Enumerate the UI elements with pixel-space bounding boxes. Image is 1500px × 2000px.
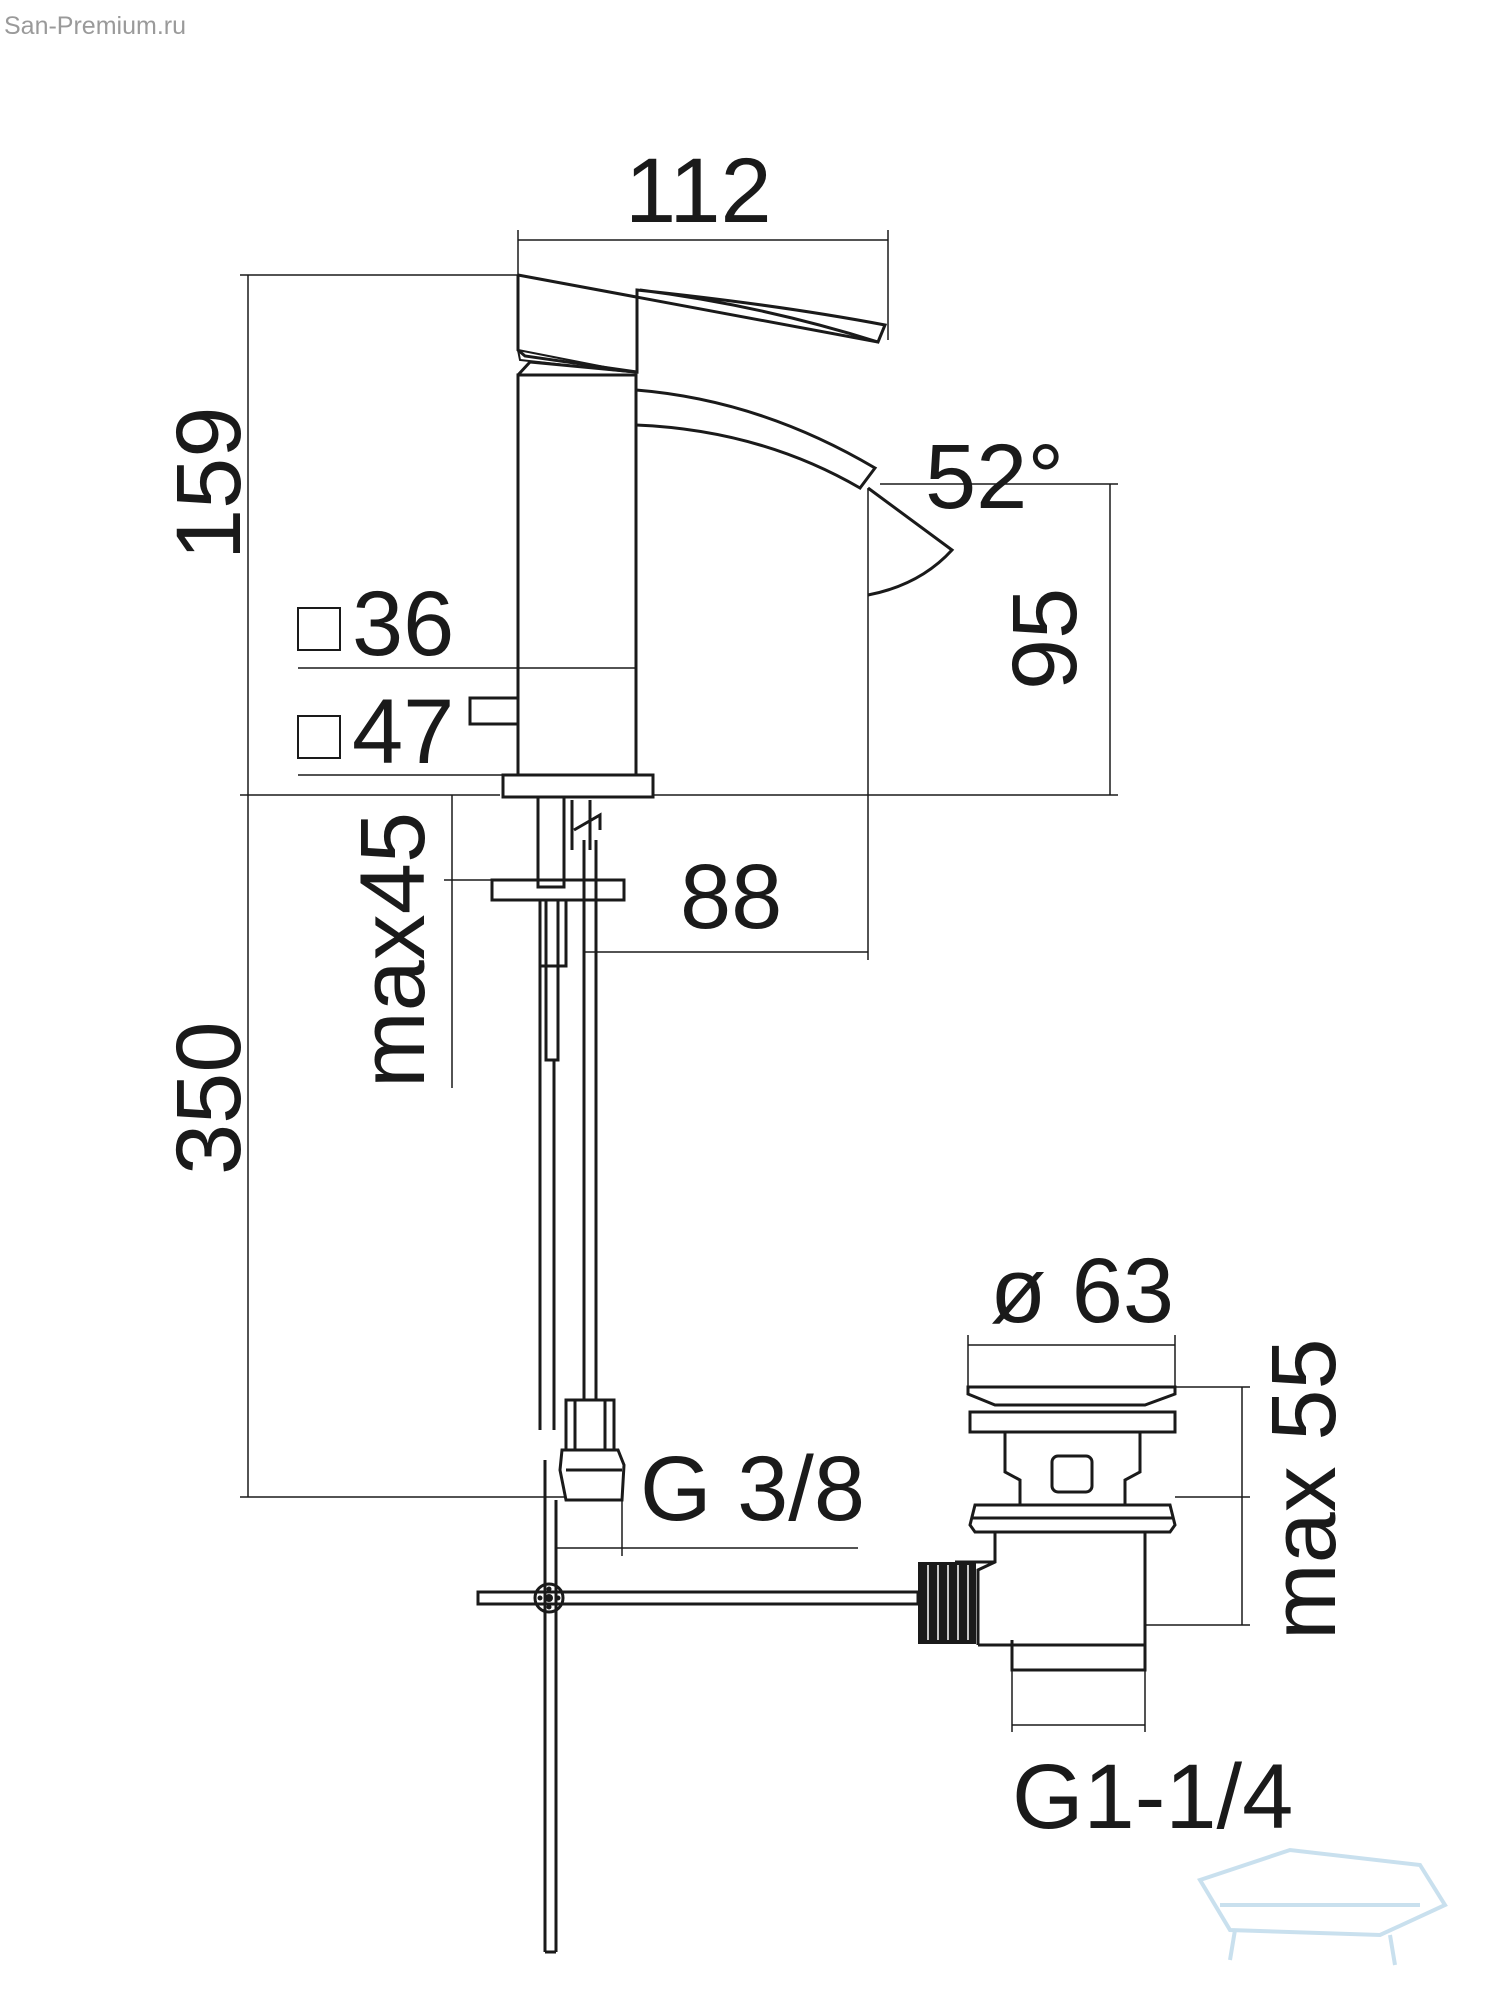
dim-dia-63: ø 63 bbox=[990, 1240, 1174, 1342]
dim-max45: max45 bbox=[342, 812, 444, 1088]
dim-350: 350 bbox=[158, 1022, 260, 1176]
dim-52-deg: 52° bbox=[925, 426, 1064, 528]
square-symbol-icon bbox=[297, 715, 341, 759]
dim-159: 159 bbox=[158, 407, 260, 561]
dim-g1-1-4: G1-1/4 bbox=[1012, 1746, 1293, 1848]
dimension-lines bbox=[240, 230, 1250, 1732]
knurl-lines bbox=[927, 1565, 969, 1640]
dim-47: 47 bbox=[352, 681, 454, 783]
watermark-text: San-Premium.ru bbox=[4, 12, 186, 40]
waste-outline bbox=[955, 1385, 1177, 1672]
dim-g3-8: G 3/8 bbox=[640, 1438, 865, 1540]
dim-88: 88 bbox=[680, 846, 782, 948]
dim-36: 36 bbox=[352, 573, 454, 675]
pivot-clamp-icon bbox=[537, 1586, 561, 1610]
watermark-logo-icon bbox=[1197, 1847, 1448, 1966]
dim-95: 95 bbox=[994, 588, 1096, 690]
dim-max-55: max 55 bbox=[1253, 1338, 1355, 1640]
faucet-outline bbox=[468, 273, 955, 1954]
square-symbol-icon bbox=[297, 607, 341, 651]
dim-112: 112 bbox=[625, 140, 772, 242]
